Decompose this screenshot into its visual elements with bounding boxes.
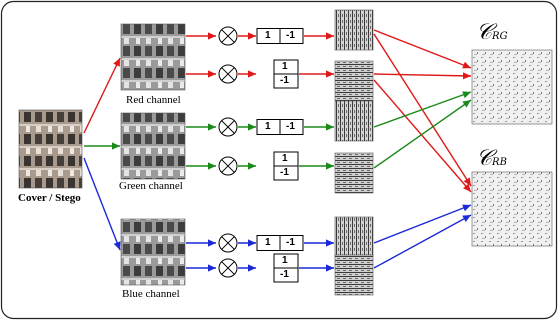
operator-green-vertical <box>218 156 238 176</box>
kernel-value-blue-vertical-a: 1 <box>282 255 288 266</box>
arrow-to-residual-blue-vertical <box>299 264 334 272</box>
kernel-value-green-horizontal-b: -1 <box>286 120 295 132</box>
arrow-blue-h-to-rb <box>373 204 472 244</box>
kernel-value-blue-horizontal-b: -1 <box>286 236 295 248</box>
green-channel-image <box>120 112 186 180</box>
arrow-to-kernel-red-horizontal <box>238 32 256 40</box>
channel-label-green: Green channel <box>119 180 183 192</box>
kernel-value-red-vertical-b: -1 <box>280 75 289 86</box>
arrow-to-operator-red-vertical <box>186 70 216 78</box>
input-label: Cover / Stego <box>18 192 81 204</box>
residual-image-green-horizontal <box>334 100 374 142</box>
arrow-red-v-to-rg <box>373 72 472 80</box>
arrow-to-kernel-red-vertical <box>238 70 256 78</box>
arrow-to-kernel-blue-vertical <box>238 264 256 272</box>
arrow-red-v-to-rb <box>373 79 472 193</box>
arrow-to-operator-green-vertical <box>186 162 216 170</box>
kernel-value-green-vertical-b: -1 <box>280 167 289 178</box>
output-subscript-rb: RB <box>492 157 507 168</box>
output-image-rb <box>471 171 553 247</box>
arrow-to-kernel-green-vertical <box>238 162 256 170</box>
operator-red-vertical <box>218 64 238 84</box>
channel-label-blue: Blue channel <box>122 288 180 300</box>
output-subscript-rg: RG <box>492 31 508 42</box>
arrow-to-operator-red-horizontal <box>186 32 216 40</box>
operator-green-horizontal <box>218 117 238 137</box>
arrow-to-residual-blue-horizontal <box>304 239 334 247</box>
operator-blue-vertical <box>218 258 238 278</box>
arrow-layer <box>83 29 472 272</box>
residual-image-blue-vertical <box>334 254 374 296</box>
kernel-value-blue-horizontal-a: 1 <box>265 236 271 248</box>
arrow-green-v-to-rg <box>373 99 472 169</box>
arrow-green-h-to-rg <box>373 91 472 128</box>
arrow-input-red <box>83 57 121 134</box>
output-label-rb: 𝒞RB <box>476 146 507 171</box>
arrow-to-residual-green-vertical <box>299 162 334 170</box>
input-image <box>18 109 83 189</box>
operator-red-horizontal <box>218 26 238 46</box>
arrow-input-green <box>84 142 120 150</box>
kernel-value-red-horizontal-a: 1 <box>265 29 271 41</box>
arrow-blue-v-to-rb <box>373 214 472 269</box>
arrow-to-residual-green-horizontal <box>304 123 334 131</box>
kernel-value-green-horizontal-a: 1 <box>265 120 271 132</box>
channel-label-red: Red channel <box>126 94 181 106</box>
arrow-to-operator-blue-vertical <box>186 264 216 272</box>
operator-blue-horizontal <box>218 233 238 253</box>
red-channel-image <box>120 23 186 91</box>
kernel-value-red-horizontal-b: -1 <box>286 29 295 41</box>
arrow-red-h-to-rg <box>373 29 472 69</box>
node-layer <box>18 9 553 296</box>
arrow-to-kernel-green-horizontal <box>238 123 256 131</box>
arrow-to-residual-red-vertical <box>299 70 334 78</box>
kernel-value-blue-vertical-b: -1 <box>280 269 289 280</box>
kernel-value-green-vertical-a: 1 <box>282 153 288 164</box>
output-label-rg: 𝒞RG <box>476 20 508 45</box>
residual-image-red-vertical <box>334 60 374 102</box>
output-symbol-rg: 𝒞 <box>476 20 493 45</box>
kernel-value-red-vertical-a: 1 <box>282 61 288 72</box>
output-image-rg <box>471 49 553 125</box>
arrow-input-blue <box>83 157 121 251</box>
residual-image-blue-horizontal <box>334 216 374 258</box>
residual-image-red-horizontal <box>334 9 374 51</box>
blue-channel-image <box>120 218 186 286</box>
arrow-to-kernel-blue-horizontal <box>238 239 256 247</box>
arrow-to-operator-blue-horizontal <box>186 239 216 247</box>
output-symbol-rb: 𝒞 <box>476 146 493 171</box>
residual-image-green-vertical <box>334 152 374 194</box>
arrow-to-operator-green-horizontal <box>186 123 216 131</box>
arrow-to-residual-red-horizontal <box>304 32 334 40</box>
